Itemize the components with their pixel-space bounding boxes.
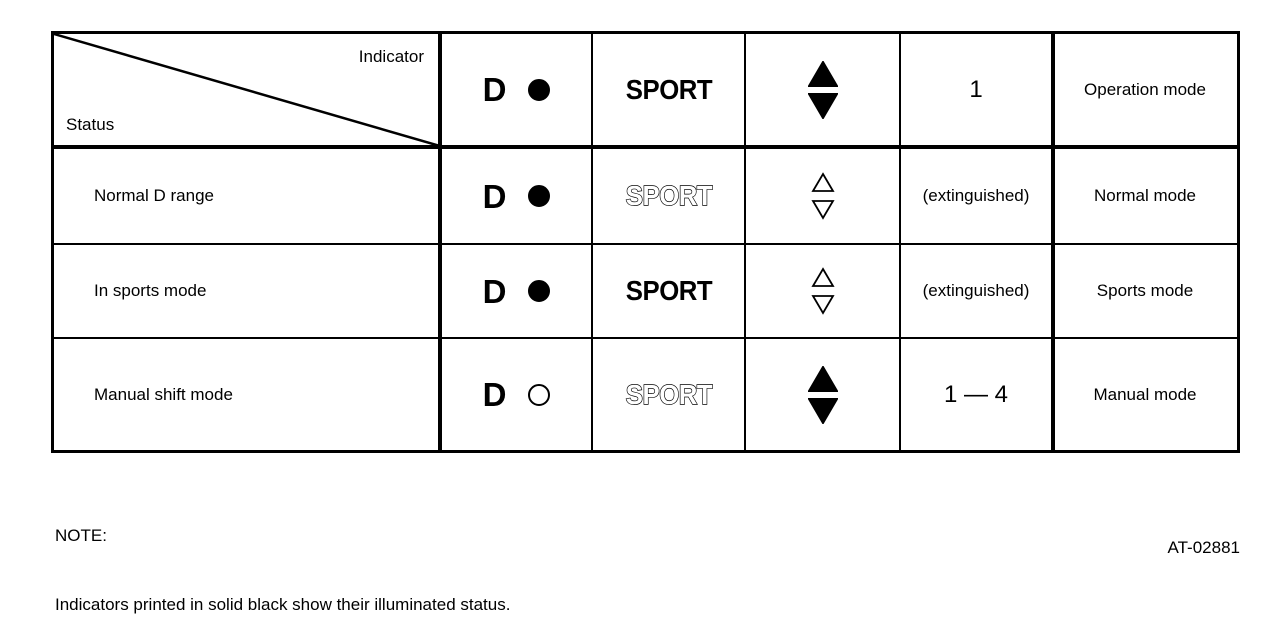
mode-value: Operation mode [1084,79,1206,99]
d-indicator-group: D [442,180,591,213]
indicator-axis-label: Indicator [358,47,424,66]
mode-value: Normal mode [1093,186,1197,206]
header-gear-cell: 1 [899,34,1053,150]
shift-arrow-group [746,172,899,220]
gear-value: (extinguished) [922,281,1030,301]
row-shift-arrows-cell [744,337,901,450]
gear-value: 1 [969,75,983,103]
note-block: NOTE: Indicators printed in solid black … [55,478,510,639]
status-axis-label: Status [66,115,115,135]
header-shift-arrows-cell [744,34,901,150]
row-mode-cell: Manual mode [1051,337,1237,450]
table-body: Indicator Status D SPORT [54,34,1237,450]
sport-word-glyph: SPORT [625,378,713,410]
shift-arrow-group [746,60,899,119]
d-letter-glyph: D [482,376,507,414]
triangle-up-icon [810,172,835,193]
note-text: Indicators printed in solid black show t… [55,595,511,614]
note-heading: NOTE: [55,526,107,545]
table-row: In sports mode D SPORT [54,242,1237,340]
row-sport-indicator-cell: SPORT [591,146,746,245]
sport-word-glyph: SPORT [625,180,713,212]
table-row: Normal D range D SPORT [54,146,1237,245]
indicator-status-table: Indicator Status D SPORT [51,31,1240,453]
row-d-indicator-cell: D [439,242,593,340]
triangle-down-icon [807,397,838,424]
triangle-down-icon [810,200,835,220]
triangle-up-icon [810,267,835,288]
row-status-label: In sports mode [54,242,442,340]
row-gear-cell: 1 — 4 [899,337,1053,450]
table-row: Manual shift mode D SPORT [54,337,1237,450]
row-sport-indicator-cell: SPORT [591,337,746,450]
row-sport-indicator-cell: SPORT [591,242,746,340]
gear-value: (extinguished) [922,186,1030,206]
corner-split: Indicator Status [54,34,438,145]
header-d-indicator-cell: D [439,34,593,150]
d-indicator-group: D [442,378,591,411]
row-shift-arrows-cell [744,242,901,340]
triangle-up-icon [807,365,838,392]
row-d-indicator-cell: D [439,337,593,450]
gear-value: 1 — 4 [943,380,1009,408]
row-mode-cell: Normal mode [1051,146,1237,245]
d-letter-glyph: D [482,71,507,109]
shift-arrow-group [746,365,899,424]
header-sport-indicator-cell: SPORT [591,34,746,150]
triangle-down-icon [807,92,838,119]
row-status-label: Normal D range [54,146,442,245]
figure-id-label: AT-02881 [1167,538,1240,557]
row-gear-cell: (extinguished) [899,146,1053,245]
diagonal-divider-line [54,34,438,145]
sport-word-glyph: SPORT [625,275,712,307]
table: Indicator Status D SPORT [54,34,1237,450]
header-mode-cell: Operation mode [1051,34,1237,150]
d-dot-icon [528,383,551,406]
d-letter-glyph: D [482,272,507,310]
row-shift-arrows-cell [744,146,901,245]
triangle-up-icon [807,60,838,87]
row-gear-cell: (extinguished) [899,242,1053,340]
row-status-label: Manual shift mode [54,337,442,450]
d-dot-icon [528,78,551,101]
row-d-indicator-cell: D [439,146,593,245]
table-header-row: Indicator Status D SPORT [54,34,1237,150]
shift-arrow-group [746,267,899,315]
d-dot-icon [528,185,551,208]
sport-word-glyph: SPORT [625,73,712,105]
mode-value: Manual mode [1093,384,1197,404]
d-indicator-group: D [442,73,591,106]
mode-value: Sports mode [1096,281,1194,301]
d-letter-glyph: D [482,177,507,215]
page-root: { "table": { "corner": { "indicator_labe… [51,31,1240,614]
triangle-down-icon [810,295,835,315]
d-indicator-group: D [442,275,591,308]
row-mode-cell: Sports mode [1051,242,1237,340]
d-dot-icon [528,280,551,303]
header-corner-cell: Indicator Status [54,34,442,150]
